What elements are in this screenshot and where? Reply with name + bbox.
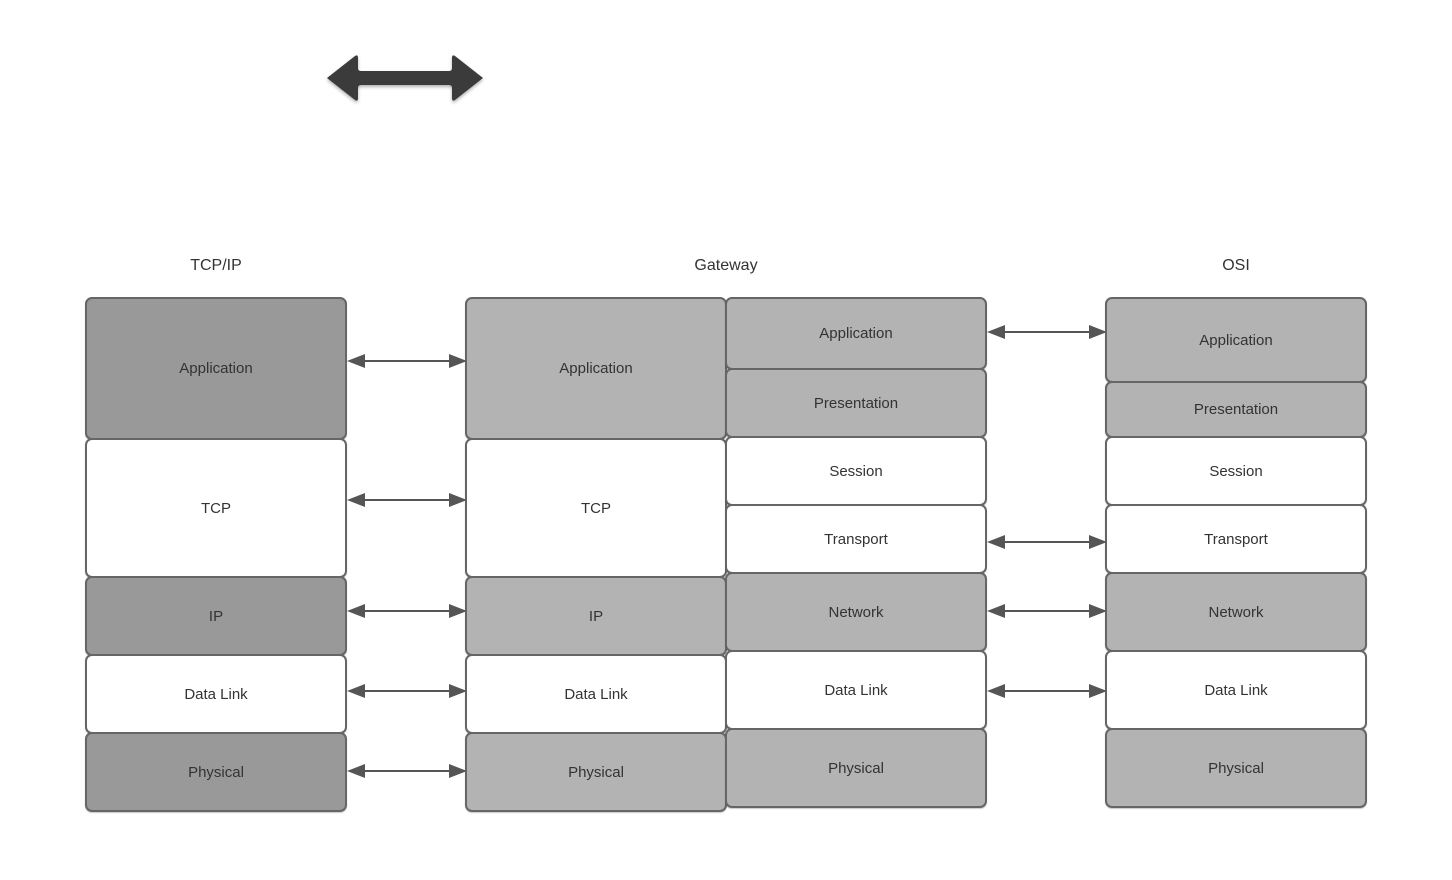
connector-arrow [347,682,467,700]
layer-box: Physical [725,728,987,808]
connector-arrow [347,762,467,780]
layer-box: Transport [725,504,987,574]
layer-label: Transport [1204,530,1268,548]
connector-arrow [347,491,467,509]
layer-box: Application [85,297,347,440]
layer-label: Network [1208,603,1264,621]
layer-box: Physical [85,732,347,812]
layer-label: Network [828,603,884,621]
connector-arrow [987,682,1107,700]
layer-box: Data Link [85,654,347,734]
layer-box: Application [1105,297,1367,383]
layer-box: Transport [1105,504,1367,574]
layer-box: Network [1105,572,1367,652]
layer-box: Session [725,436,987,506]
layer-label: Application [179,360,253,377]
layer-label: Data Link [824,681,888,699]
layer-box: IP [465,576,727,656]
layer-label: Physical [1208,759,1264,777]
layer-label: Application [819,325,893,342]
layer-box: TCP [85,438,347,578]
connector-arrow [347,602,467,620]
column-header-tcpip: TCP/IP [190,257,242,274]
layer-label: TCP [581,499,611,517]
connector-arrow [987,602,1107,620]
column-header-osi: OSI [1222,257,1250,274]
layer-box: Presentation [725,368,987,438]
layer-box: TCP [465,438,727,578]
layer-label: Presentation [813,394,899,412]
connector-arrow [987,533,1107,551]
layer-label: IP [588,607,604,625]
layer-box: Data Link [725,650,987,730]
layer-label: Application [559,360,633,377]
layer-label: Physical [828,759,884,777]
layer-box: Data Link [465,654,727,734]
layer-box: Physical [1105,728,1367,808]
layer-label: Data Link [184,685,248,703]
layer-label: IP [208,607,224,625]
layer-label: Presentation [1193,401,1279,418]
connector-arrow [347,352,467,370]
layer-box: Network [725,572,987,652]
layer-label: Application [1199,331,1273,349]
layer-box: Application [725,297,987,370]
layer-box: Session [1105,436,1367,506]
double-headed-arrow-icon [327,55,483,101]
layer-label: TCP [201,499,231,517]
layer-box: Application [465,297,727,440]
layer-box: IP [85,576,347,656]
column-header-gateway: Gateway [694,257,758,274]
layer-label: Physical [568,763,624,781]
layer-label: Data Link [1204,681,1268,699]
layer-label: Session [829,462,883,480]
layer-box: Presentation [1105,381,1367,438]
layer-box: Physical [465,732,727,812]
layer-label: Transport [824,530,888,548]
connector-arrow [987,323,1107,341]
layer-box: Data Link [1105,650,1367,730]
layer-label: Data Link [564,685,628,703]
layer-label: Session [1209,462,1263,480]
layer-label: Physical [188,763,244,781]
